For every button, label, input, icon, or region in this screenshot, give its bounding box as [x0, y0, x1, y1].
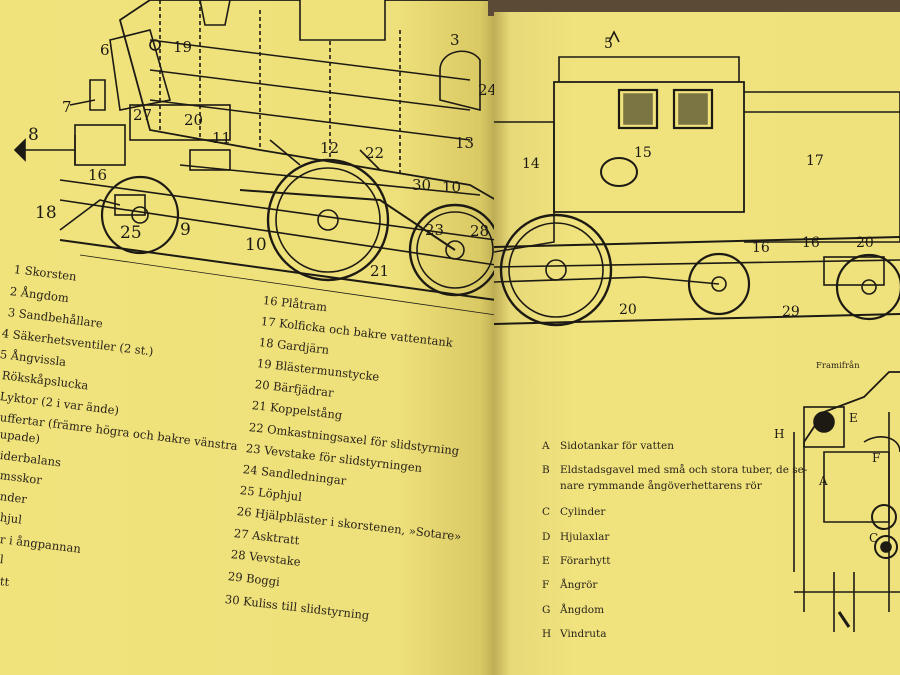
locomotive-side-drawing-right: 5 15 14 17 16 16 20 20 29 H E A F C [494, 30, 900, 632]
svg-text:5: 5 [604, 36, 613, 52]
front-view-caption: Framifrån [816, 361, 860, 371]
svg-text:13: 13 [455, 134, 474, 152]
svg-text:27: 27 [133, 106, 152, 124]
svg-text:11: 11 [212, 129, 231, 147]
svg-text:16: 16 [802, 235, 820, 251]
svg-text:16: 16 [752, 240, 770, 256]
svg-text:24: 24 [478, 81, 496, 99]
svg-text:16: 16 [88, 166, 107, 184]
svg-text:28: 28 [470, 222, 489, 240]
svg-text:15: 15 [634, 145, 652, 161]
svg-text:19: 19 [173, 38, 192, 56]
locomotive-side-drawing-left: 6 19 3 7 8 27 20 11 12 22 13 16 30 10 18… [13, 0, 496, 316]
svg-text:3: 3 [450, 31, 460, 49]
svg-text:20: 20 [184, 111, 203, 129]
svg-text:7: 7 [62, 98, 72, 116]
svg-text:C: C [869, 531, 878, 545]
svg-text:9: 9 [180, 220, 191, 240]
svg-text:10: 10 [245, 235, 267, 255]
svg-text:22: 22 [365, 144, 384, 162]
legend-item: nare rymmande ångöverhettarens rör [560, 480, 762, 492]
svg-text:25: 25 [120, 223, 142, 243]
svg-text:18: 18 [35, 203, 57, 223]
svg-text:6: 6 [100, 41, 110, 59]
right-page: 5 15 14 17 16 16 20 20 29 H E A F C Fram… [494, 12, 900, 675]
svg-text:29: 29 [782, 304, 800, 320]
svg-text:12: 12 [320, 139, 339, 157]
legend-item: tt [0, 574, 11, 590]
svg-text:20: 20 [856, 235, 874, 251]
legend-item: hjul [0, 510, 23, 527]
svg-text:10: 10 [442, 178, 461, 196]
svg-text:H: H [774, 427, 784, 441]
svg-text:23: 23 [425, 221, 444, 239]
svg-text:A: A [818, 474, 828, 488]
svg-text:E: E [849, 411, 858, 425]
left-page: 6 19 3 7 8 27 20 11 12 22 13 16 30 10 18… [0, 0, 496, 675]
svg-text:8: 8 [28, 125, 39, 145]
legend-item: nder [0, 489, 28, 507]
svg-text:21: 21 [370, 262, 389, 280]
svg-text:F: F [872, 451, 880, 465]
svg-text:20: 20 [619, 302, 637, 318]
svg-text:30: 30 [412, 176, 431, 194]
svg-text:17: 17 [806, 153, 824, 169]
svg-text:14: 14 [522, 156, 540, 172]
